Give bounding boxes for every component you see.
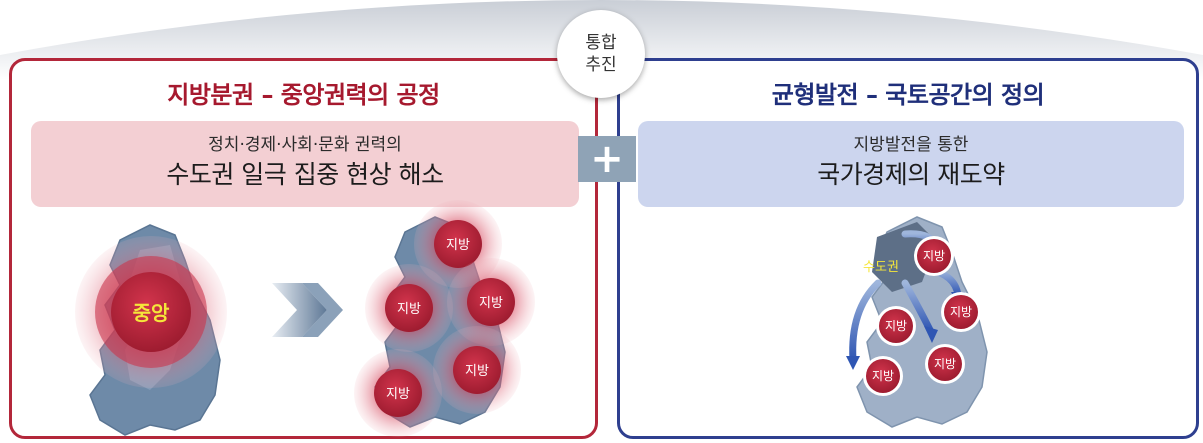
region-label: 지방 xyxy=(950,305,972,319)
region-node: 지방 xyxy=(941,292,981,332)
left-sub-box: 정치·경제·사회·문화 권력의 수도권 일극 집중 현상 해소 xyxy=(31,121,579,207)
right-panel-title: 균형발전 – 국토공간의 정의 xyxy=(771,81,1045,109)
region-label: 지방 xyxy=(934,357,956,371)
plus-icon: + xyxy=(590,136,624,182)
region-label: 지방 xyxy=(872,369,894,383)
integration-badge: 통합 추진 xyxy=(557,10,645,98)
region-label: 지방 xyxy=(465,364,489,379)
region-label: 지방 xyxy=(386,387,410,402)
region-label: 지방 xyxy=(397,302,421,317)
right-sub-line1: 지방발전을 통한 xyxy=(853,135,969,155)
region-label: 지방 xyxy=(923,249,945,263)
connector-bar: + xyxy=(578,136,636,182)
region-node: 지방 xyxy=(876,306,916,346)
region-nodes-left: 지방 지방 지방 지방 지방 xyxy=(354,200,535,437)
region-label: 지방 xyxy=(479,296,503,311)
right-sub-box: 지방발전을 통한 국가경제의 재도약 xyxy=(638,121,1184,207)
region-nodes-right: 지방 지방 지방 지방 지방 xyxy=(863,236,981,396)
badge-line1: 통합 xyxy=(585,33,617,53)
region-node: 지방 xyxy=(365,264,453,352)
center-label: 중앙 xyxy=(133,301,170,325)
region-node: 지방 xyxy=(863,356,903,396)
curved-arrow-icon xyxy=(849,230,962,364)
region-label: 지방 xyxy=(446,238,470,253)
region-label: 지방 xyxy=(885,319,907,333)
region-node: 지방 xyxy=(925,344,965,384)
region-node: 지방 xyxy=(914,236,954,276)
right-sub-line2: 국가경제의 재도약 xyxy=(817,160,1005,189)
left-sub-line1: 정치·경제·사회·문화 권력의 xyxy=(208,135,402,155)
left-sub-line2: 수도권 일극 집중 현상 해소 xyxy=(166,160,444,189)
region-node: 지방 xyxy=(433,326,521,414)
region-node: 지방 xyxy=(447,258,535,346)
double-chevron-arrow-icon xyxy=(272,283,343,337)
region-node: 지방 xyxy=(354,349,442,437)
left-panel-title: 지방분권 – 중앙권력의 공정 xyxy=(167,81,440,109)
capital-label: 수도권 xyxy=(863,260,899,275)
badge-line2: 추진 xyxy=(585,55,617,75)
